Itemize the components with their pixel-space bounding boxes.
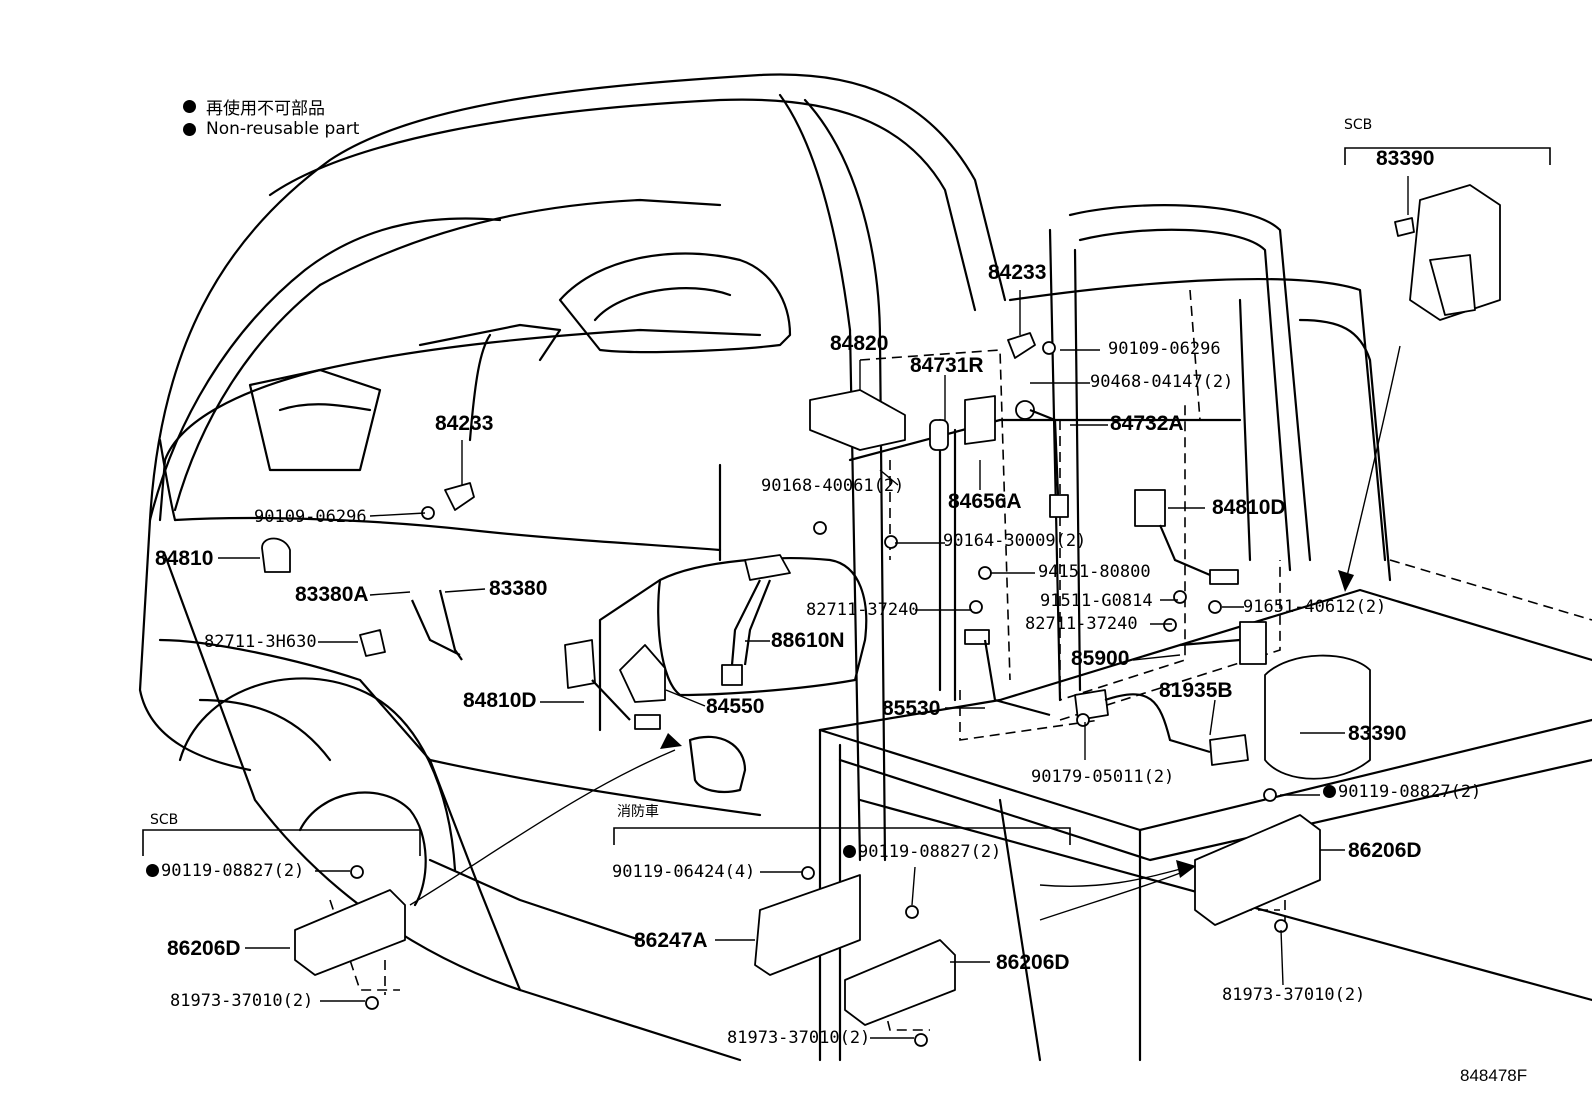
legend-en: Non-reusable part [183, 119, 359, 139]
part-90119-08827-left[interactable]: 90119-08827(2) [146, 863, 304, 880]
non-reusable-dot-icon [146, 864, 159, 877]
part-86206d-left[interactable]: 86206D [167, 937, 241, 960]
group-scb-top: SCB [1344, 117, 1373, 133]
part-90468-04147[interactable]: 90468-04147(2) [1090, 372, 1234, 392]
part-91651-40612[interactable]: 91651-40612(2) [1243, 597, 1387, 617]
non-reusable-dot-icon [183, 100, 196, 113]
group-fire-truck: 消防車 [617, 804, 659, 820]
part-82711-37240-a[interactable]: 82711-37240 [806, 600, 919, 620]
part-84820[interactable]: 84820 [830, 332, 889, 355]
part-84732a[interactable]: 84732A [1110, 412, 1184, 435]
part-85900[interactable]: 85900 [1071, 647, 1130, 670]
part-84656a[interactable]: 84656A [948, 490, 1022, 513]
part-86206d-right[interactable]: 86206D [1348, 839, 1422, 862]
legend-en-text: Non-reusable part [206, 119, 360, 139]
part-83390-top[interactable]: 83390 [1376, 147, 1435, 170]
part-84233-left[interactable]: 84233 [435, 412, 494, 435]
part-90119-06424[interactable]: 90119-06424(4) [612, 862, 756, 882]
part-83380a[interactable]: 83380A [295, 583, 369, 606]
group-scb-bottom: SCB [150, 812, 179, 828]
part-84810[interactable]: 84810 [155, 547, 214, 570]
part-81973-37010-right[interactable]: 81973-37010(2) [1222, 985, 1366, 1005]
part-90168-40061[interactable]: 90168-40061(2) [761, 476, 905, 496]
part-81935b[interactable]: 81935B [1159, 679, 1233, 702]
legend-jp-text: 再使用不可部品 [206, 99, 325, 119]
part-81973-37010-mid[interactable]: 81973-37010(2) [727, 1028, 871, 1048]
part-90109-06296-top[interactable]: 90109-06296 [1108, 339, 1221, 359]
part-88610n[interactable]: 88610N [771, 629, 845, 652]
diagram-id: 848478F [1460, 1066, 1528, 1085]
part-84233-top[interactable]: 84233 [988, 261, 1047, 284]
part-90119-08827-right[interactable]: 90119-08827(2) [1323, 784, 1481, 801]
part-85530[interactable]: 85530 [882, 697, 941, 720]
part-90109-06296-left[interactable]: 90109-06296 [254, 507, 367, 527]
part-84731r[interactable]: 84731R [910, 354, 984, 377]
part-82711-3h630[interactable]: 82711-3H630 [204, 632, 317, 652]
part-90119-08827-mid[interactable]: 90119-08827(2) [843, 844, 1001, 861]
part-90164-30009[interactable]: 90164-30009(2) [943, 531, 1087, 551]
part-83390-right[interactable]: 83390 [1348, 722, 1407, 745]
part-90179-05011[interactable]: 90179-05011(2) [1031, 767, 1175, 787]
part-90119-08827-left-text: 90119-08827(2) [161, 861, 305, 881]
part-84810d-right[interactable]: 84810D [1212, 496, 1286, 519]
part-86206d-mid[interactable]: 86206D [996, 951, 1070, 974]
part-81973-37010-left[interactable]: 81973-37010(2) [170, 991, 314, 1011]
part-84810d-left[interactable]: 84810D [463, 689, 537, 712]
part-83380[interactable]: 83380 [489, 577, 548, 600]
part-94151-80800[interactable]: 94151-80800 [1038, 562, 1151, 582]
part-91511-g0814[interactable]: 91511-G0814 [1040, 591, 1153, 611]
non-reusable-dot-icon [183, 122, 196, 136]
part-90119-08827-right-text: 90119-08827(2) [1338, 782, 1482, 802]
part-86247a[interactable]: 86247A [634, 929, 708, 952]
part-90119-08827-mid-text: 90119-08827(2) [858, 842, 1002, 862]
non-reusable-dot-icon [1323, 785, 1336, 798]
non-reusable-dot-icon [843, 845, 856, 858]
part-84550[interactable]: 84550 [706, 695, 765, 718]
part-82711-37240-b[interactable]: 82711-37240 [1025, 614, 1138, 634]
legend-jp: 再使用不可部品 [183, 94, 325, 119]
